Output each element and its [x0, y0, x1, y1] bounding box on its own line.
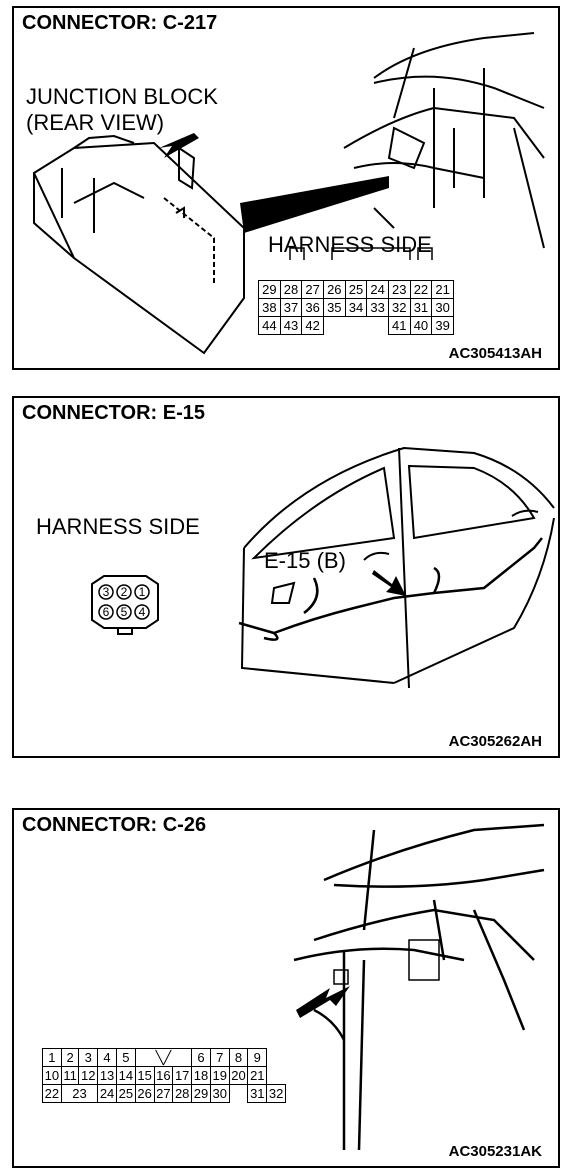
- pin: 3: [103, 585, 110, 599]
- pin: 23: [60, 1084, 99, 1103]
- pin: 4: [139, 605, 146, 619]
- pin: 31: [247, 1084, 268, 1103]
- car-door-illustration: [238, 446, 555, 689]
- pin: 30: [431, 298, 454, 317]
- figure-code: AC305231AK: [448, 1143, 542, 1160]
- connector-c26-panel: CONNECTOR: C-26 1 2 3 4 5 ╲╱ 6 7 8: [12, 808, 560, 1168]
- pin: 9: [247, 1048, 268, 1067]
- pin: 35: [322, 298, 346, 317]
- pin: 24: [366, 280, 389, 299]
- pin: 11: [60, 1066, 80, 1085]
- dashboard-illustration: [293, 823, 545, 1151]
- c26-pin-table: 1 2 3 4 5 ╲╱ 6 7 8 9 10 11 12 13 14 15 1…: [42, 1048, 286, 1103]
- pin: 32: [387, 298, 411, 317]
- pin: 28: [279, 280, 303, 299]
- pin: 6: [191, 1048, 211, 1067]
- pin: 29: [258, 280, 281, 299]
- pin-empty: [366, 316, 389, 335]
- pin: 27: [301, 280, 324, 299]
- figure-code: AC305413AH: [448, 345, 542, 362]
- pin-empty: [323, 316, 346, 335]
- pin: 39: [431, 316, 454, 335]
- pin: 25: [344, 280, 368, 299]
- pin: 2: [121, 585, 128, 599]
- pin: 8: [228, 1048, 249, 1067]
- pin: 42: [301, 316, 324, 335]
- pin: 13: [97, 1066, 117, 1085]
- pin: 26: [134, 1084, 155, 1103]
- pin: 23: [387, 280, 411, 299]
- panel-title: CONNECTOR: C-217: [22, 12, 218, 34]
- pin: 32: [266, 1084, 286, 1103]
- pin: 5: [115, 1048, 136, 1067]
- pin: 26: [322, 280, 346, 299]
- pin: 16: [153, 1066, 174, 1085]
- pin: 33: [366, 298, 389, 317]
- harness-side-label: HARNESS SIDE: [268, 232, 432, 257]
- pin: 24: [97, 1084, 117, 1103]
- c217-pin-table: 29 28 27 26 25 24 23 22 21 38 37 36 35 3…: [258, 280, 454, 335]
- pin: 43: [279, 316, 303, 335]
- pin: 21: [247, 1066, 268, 1085]
- pin: 1: [139, 585, 146, 599]
- figure-code: AC305262AH: [448, 733, 542, 750]
- pin: 19: [209, 1066, 230, 1085]
- pin: 29: [191, 1084, 211, 1103]
- pin: 22: [42, 1084, 62, 1103]
- e15-connector-face: 3 2 1 6 5 4: [91, 575, 159, 635]
- pin: 25: [115, 1084, 136, 1103]
- pin: 20: [228, 1066, 249, 1085]
- junction-block-illustration: [32, 32, 545, 355]
- pin: 40: [409, 316, 433, 335]
- connector-e15-panel: CONNECTOR: E-15 HARNESS SIDE 3 2 1 6 5 4: [12, 396, 560, 758]
- connector-c217-panel: CONNECTOR: C-217 JUNCTION BLOCK (REAR VI…: [12, 6, 560, 370]
- pin: 44: [258, 316, 281, 335]
- pin: 4: [97, 1048, 117, 1067]
- pin-empty: [229, 1084, 248, 1103]
- junction-block-label: JUNCTION BLOCK (REAR VIEW): [26, 84, 218, 135]
- pin: 27: [153, 1084, 174, 1103]
- pin-empty: [345, 316, 367, 335]
- key-notch: ╲╱: [134, 1048, 193, 1067]
- pin: 37: [279, 298, 303, 317]
- pin: 34: [344, 298, 368, 317]
- pin: 12: [78, 1066, 99, 1085]
- pin: 14: [115, 1066, 136, 1085]
- pin: 17: [172, 1066, 193, 1085]
- pin: 10: [42, 1066, 62, 1085]
- harness-side-label: HARNESS SIDE: [36, 514, 200, 539]
- pin: 6: [103, 605, 110, 619]
- pin: 15: [134, 1066, 155, 1085]
- pin: 36: [301, 298, 324, 317]
- panel-title: CONNECTOR: E-15: [22, 402, 205, 424]
- pin: 28: [172, 1084, 193, 1103]
- pin: 22: [409, 280, 433, 299]
- pin: 2: [60, 1048, 80, 1067]
- pin: 18: [191, 1066, 211, 1085]
- pin: 41: [387, 316, 411, 335]
- pin: 7: [209, 1048, 230, 1067]
- pin: 31: [409, 298, 433, 317]
- pin: 38: [258, 298, 281, 317]
- pin: 3: [78, 1048, 99, 1067]
- pin: 5: [121, 605, 128, 619]
- e15-callout: E-15 (B): [264, 548, 346, 573]
- panel-title: CONNECTOR: C-26: [22, 814, 207, 836]
- pin: 1: [42, 1048, 62, 1067]
- pin: 30: [209, 1084, 230, 1103]
- pin: 21: [431, 280, 454, 299]
